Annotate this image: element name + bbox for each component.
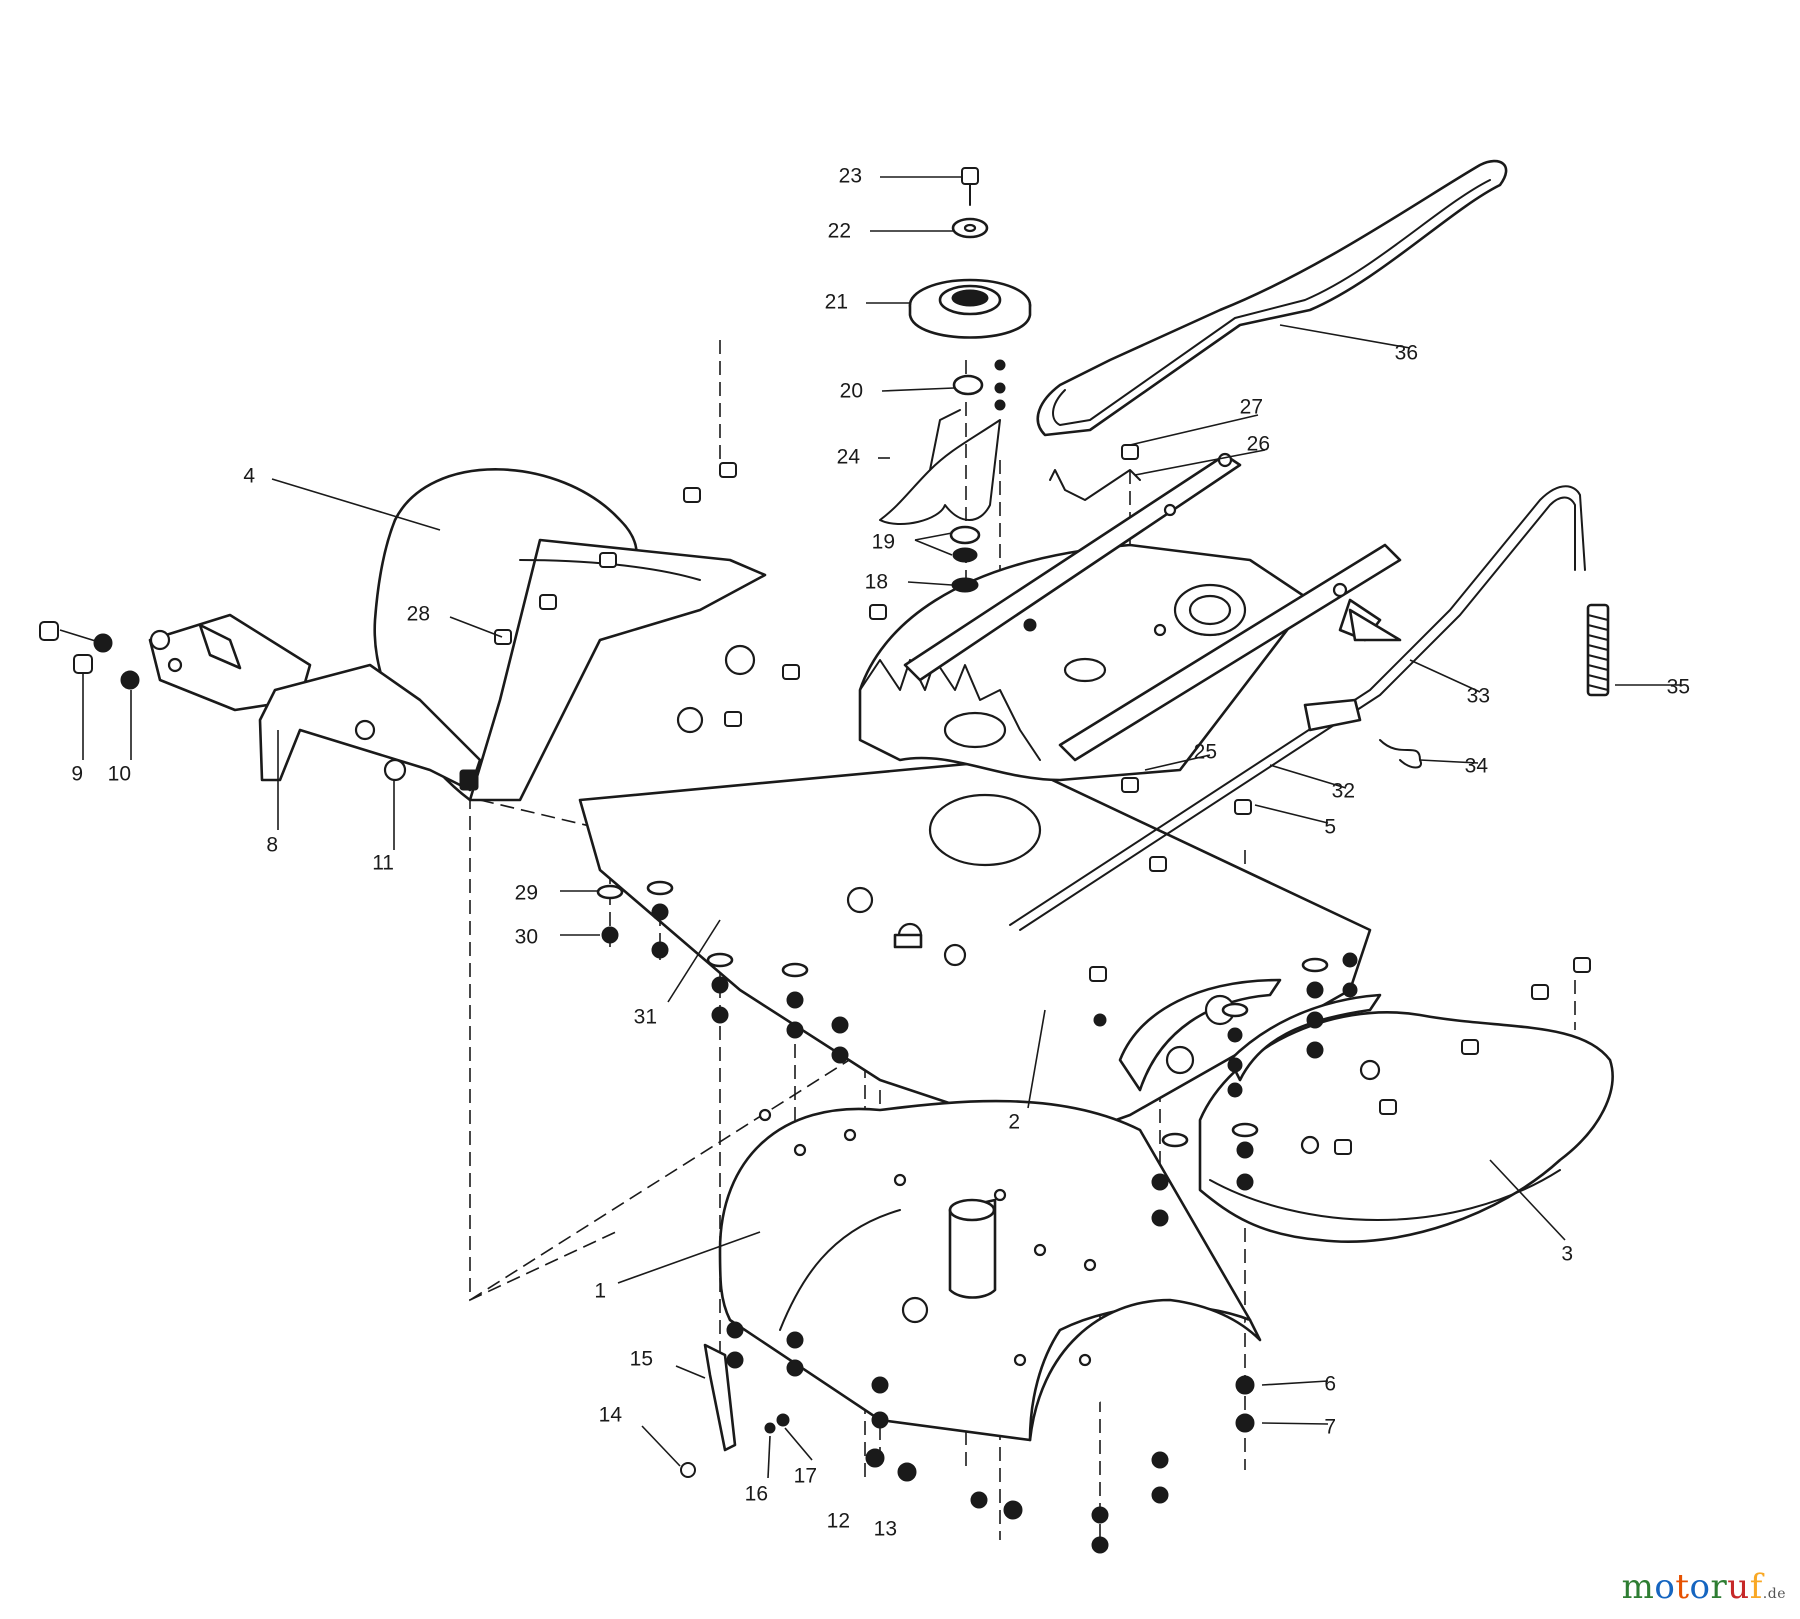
frame-rails (903, 452, 1402, 762)
callout-33: 33 (1467, 685, 1490, 708)
callout-35: 35 (1667, 676, 1690, 699)
callout-12: 12 (827, 1510, 850, 1533)
callout-22: 22 (828, 220, 851, 243)
depth-control-rod (1009, 485, 1610, 931)
callout-1: 1 (594, 1280, 606, 1303)
gearbox-cover (858, 543, 1312, 867)
clutch-rod (879, 409, 1141, 525)
motoruf-watermark-logo: motoruf.de (1622, 1567, 1786, 1607)
callout-7: 7 (1324, 1416, 1336, 1439)
bolts (494, 444, 1591, 1155)
callout-16: 16 (745, 1483, 768, 1506)
handle-bracket (148, 613, 482, 792)
callout-9: 9 (71, 763, 83, 786)
pulley-assembly (908, 167, 1032, 593)
callout-19: 19 (872, 531, 895, 554)
callout-24: 24 (837, 446, 861, 469)
callout-15: 15 (630, 1348, 653, 1371)
callout-18: 18 (865, 571, 888, 594)
callout-32: 32 (1332, 780, 1355, 803)
callout-17: 17 (794, 1465, 817, 1488)
right-tine-shield (1118, 978, 1614, 1244)
callout-8: 8 (266, 834, 278, 857)
drive-belt (1036, 159, 1508, 437)
watermark-text: motoruf (1621, 1567, 1763, 1607)
callout-14: 14 (599, 1404, 623, 1427)
callout-10: 10 (108, 763, 131, 786)
callout-34: 34 (1465, 755, 1489, 778)
callout-30: 30 (515, 926, 538, 949)
handle-fasteners (39, 621, 479, 791)
callout-36: 36 (1395, 342, 1418, 365)
callout-11: 11 (372, 852, 394, 875)
callout-4: 4 (243, 465, 255, 488)
callout-3: 3 (1561, 1243, 1573, 1266)
callout-13: 13 (874, 1518, 897, 1541)
callout-31: 31 (634, 1006, 657, 1029)
callout-25: 25 (1194, 741, 1217, 764)
lower-tine-shield (718, 1099, 1262, 1442)
leader-lines (59, 176, 1682, 1479)
callout-20: 20 (840, 380, 863, 403)
depth-bar-bracket (680, 1343, 737, 1478)
callout-27: 27 (1240, 396, 1263, 419)
callout-26: 26 (1247, 433, 1270, 456)
callout-28: 28 (407, 603, 430, 626)
watermark-tld: .de (1762, 1586, 1786, 1602)
callout-5: 5 (1324, 816, 1336, 839)
callout-23: 23 (839, 165, 862, 188)
nuts-and-washers (596, 618, 1358, 1554)
callout-29: 29 (515, 882, 538, 905)
callout-21: 21 (825, 291, 848, 314)
callout-2: 2 (1008, 1111, 1020, 1134)
callout-6: 6 (1324, 1373, 1336, 1396)
